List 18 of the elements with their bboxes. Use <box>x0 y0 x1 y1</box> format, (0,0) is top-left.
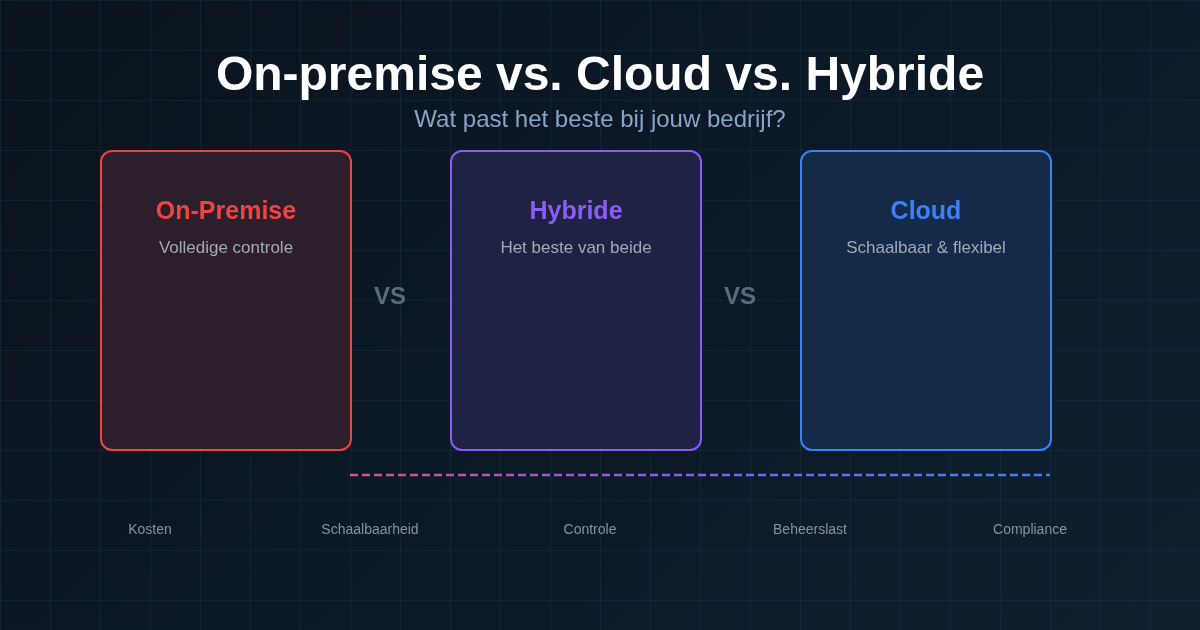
criterion-label: Kosten <box>128 521 172 537</box>
card-title: On-Premise <box>154 196 298 225</box>
vs-label: VS <box>374 282 406 310</box>
option-card <box>450 150 702 451</box>
card-subtitle: Volledige controle <box>157 238 295 258</box>
option-card <box>800 150 1052 451</box>
criterion-label: Controle <box>563 521 617 537</box>
criterion-label: Beheerslast <box>773 521 847 537</box>
card-title: Hybride <box>528 196 624 225</box>
criterion-label: Schaalbaarheid <box>321 521 419 537</box>
card-subtitle: Schaalbaar & flexibel <box>845 238 1007 258</box>
subtitle: Wat past het beste bij jouw bedrijf? <box>413 104 787 134</box>
vs-label: VS <box>724 282 756 310</box>
card-subtitle: Het beste van beide <box>499 238 653 258</box>
title: On-premise vs. Cloud vs. Hybride <box>214 46 986 102</box>
criterion-label: Compliance <box>993 521 1067 537</box>
card-title: Cloud <box>889 196 963 225</box>
option-card <box>100 150 352 451</box>
